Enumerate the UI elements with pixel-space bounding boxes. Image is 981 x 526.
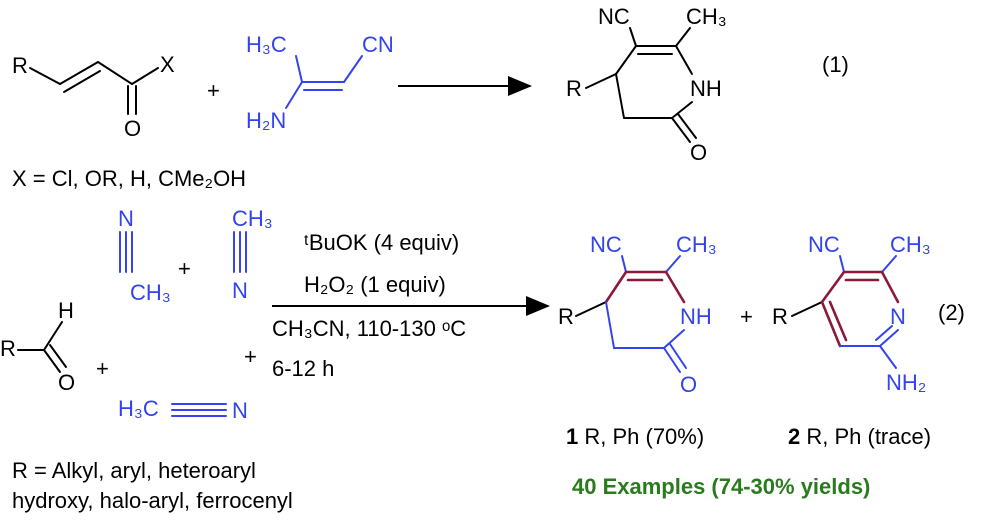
prod3-ch3: CH₃ xyxy=(890,232,931,257)
plus-sign-5: + xyxy=(740,304,753,329)
enone-o: O xyxy=(124,116,141,141)
prod1-nh: NH xyxy=(690,76,722,101)
acetonitrile-3: H₃C N xyxy=(118,396,248,423)
equation-1-label: (1) xyxy=(822,52,849,77)
condition-solvent: CH₃CN, 110-130 ᵒC xyxy=(272,316,466,341)
acn1-n: N xyxy=(118,206,134,231)
prod1-r: R xyxy=(566,76,582,101)
enone-r: R xyxy=(12,53,28,78)
dihydropyridone-product-2: NC CH₃ R NH O xyxy=(558,232,717,397)
prod2-ch3: CH₃ xyxy=(676,232,717,257)
plus-sign-4: + xyxy=(244,344,257,369)
condition-time: 6-12 h xyxy=(272,356,334,381)
prod2-nh: NH xyxy=(680,304,712,329)
equation-2-label: (2) xyxy=(938,300,965,325)
aldehyde-o: O xyxy=(58,370,75,395)
prod1-o: O xyxy=(690,140,707,165)
prod1-nc: NC xyxy=(598,4,630,29)
x-definition: X = Cl, OR, H, CMe₂OH xyxy=(12,166,246,191)
enone-reactant: R X O X = Cl, OR, H, CMe₂OH xyxy=(12,52,246,191)
reagent-h2n: H₂N xyxy=(246,108,286,133)
reagent-h3c: H₃C xyxy=(246,32,287,57)
product-2-text: R, Ph (trace) xyxy=(800,424,931,449)
enone-x: X xyxy=(160,52,175,77)
acn3-h3c: H₃C xyxy=(118,396,159,421)
prod2-nc: NC xyxy=(590,232,622,257)
prod3-nh2: NH₂ xyxy=(886,370,926,395)
product-1-caption: 1 R, Ph (70%) xyxy=(566,424,704,449)
aminocrotononitrile-reactant: H₃C CN H₂N xyxy=(246,32,394,133)
examples-summary: 40 Examples (74-30% yields) xyxy=(572,474,870,499)
prod3-nc: NC xyxy=(808,232,840,257)
dihydropyridone-product-1: NC CH₃ R NH O xyxy=(566,4,727,165)
acn3-n: N xyxy=(232,398,248,423)
aldehyde-r: R xyxy=(0,336,16,361)
condition-base: ᵗBuOK (4 equiv) xyxy=(304,230,459,255)
aldehyde-reactant: H R O xyxy=(0,298,75,395)
aminopyridine-product: NC CH₃ R N NH₂ xyxy=(772,232,931,395)
r-definition-line-1: R = Alkyl, aryl, heteroaryl xyxy=(12,458,256,483)
condition-oxidant: H₂O₂ (1 equiv) xyxy=(304,272,446,297)
aldehyde-h: H xyxy=(58,298,74,323)
plus-sign-2: + xyxy=(96,356,109,381)
product-2-number: 2 xyxy=(788,424,800,449)
prod1-ch3: CH₃ xyxy=(686,4,727,29)
acetonitrile-2: CH₃ N xyxy=(232,206,273,303)
acetonitrile-1: N CH₃ xyxy=(118,206,171,305)
plus-sign-1: + xyxy=(207,78,220,103)
product-2-caption: 2 R, Ph (trace) xyxy=(788,424,931,449)
r-definition-line-2: hydroxy, halo-aryl, ferrocenyl xyxy=(12,488,293,513)
prod2-r: R xyxy=(558,304,574,329)
reaction-conditions: ᵗBuOK (4 equiv) H₂O₂ (1 equiv) CH₃CN, 11… xyxy=(272,230,550,381)
product-1-text: R, Ph (70%) xyxy=(578,424,704,449)
acn2-n: N xyxy=(232,278,248,303)
acn2-ch3: CH₃ xyxy=(232,206,273,231)
reagent-cn: CN xyxy=(362,32,394,57)
prod3-r: R xyxy=(772,304,788,329)
prod3-n: N xyxy=(890,304,906,329)
prod2-o: O xyxy=(680,372,697,397)
plus-sign-3: + xyxy=(178,256,191,281)
acn1-ch3: CH₃ xyxy=(130,280,171,305)
product-1-number: 1 xyxy=(566,424,578,449)
